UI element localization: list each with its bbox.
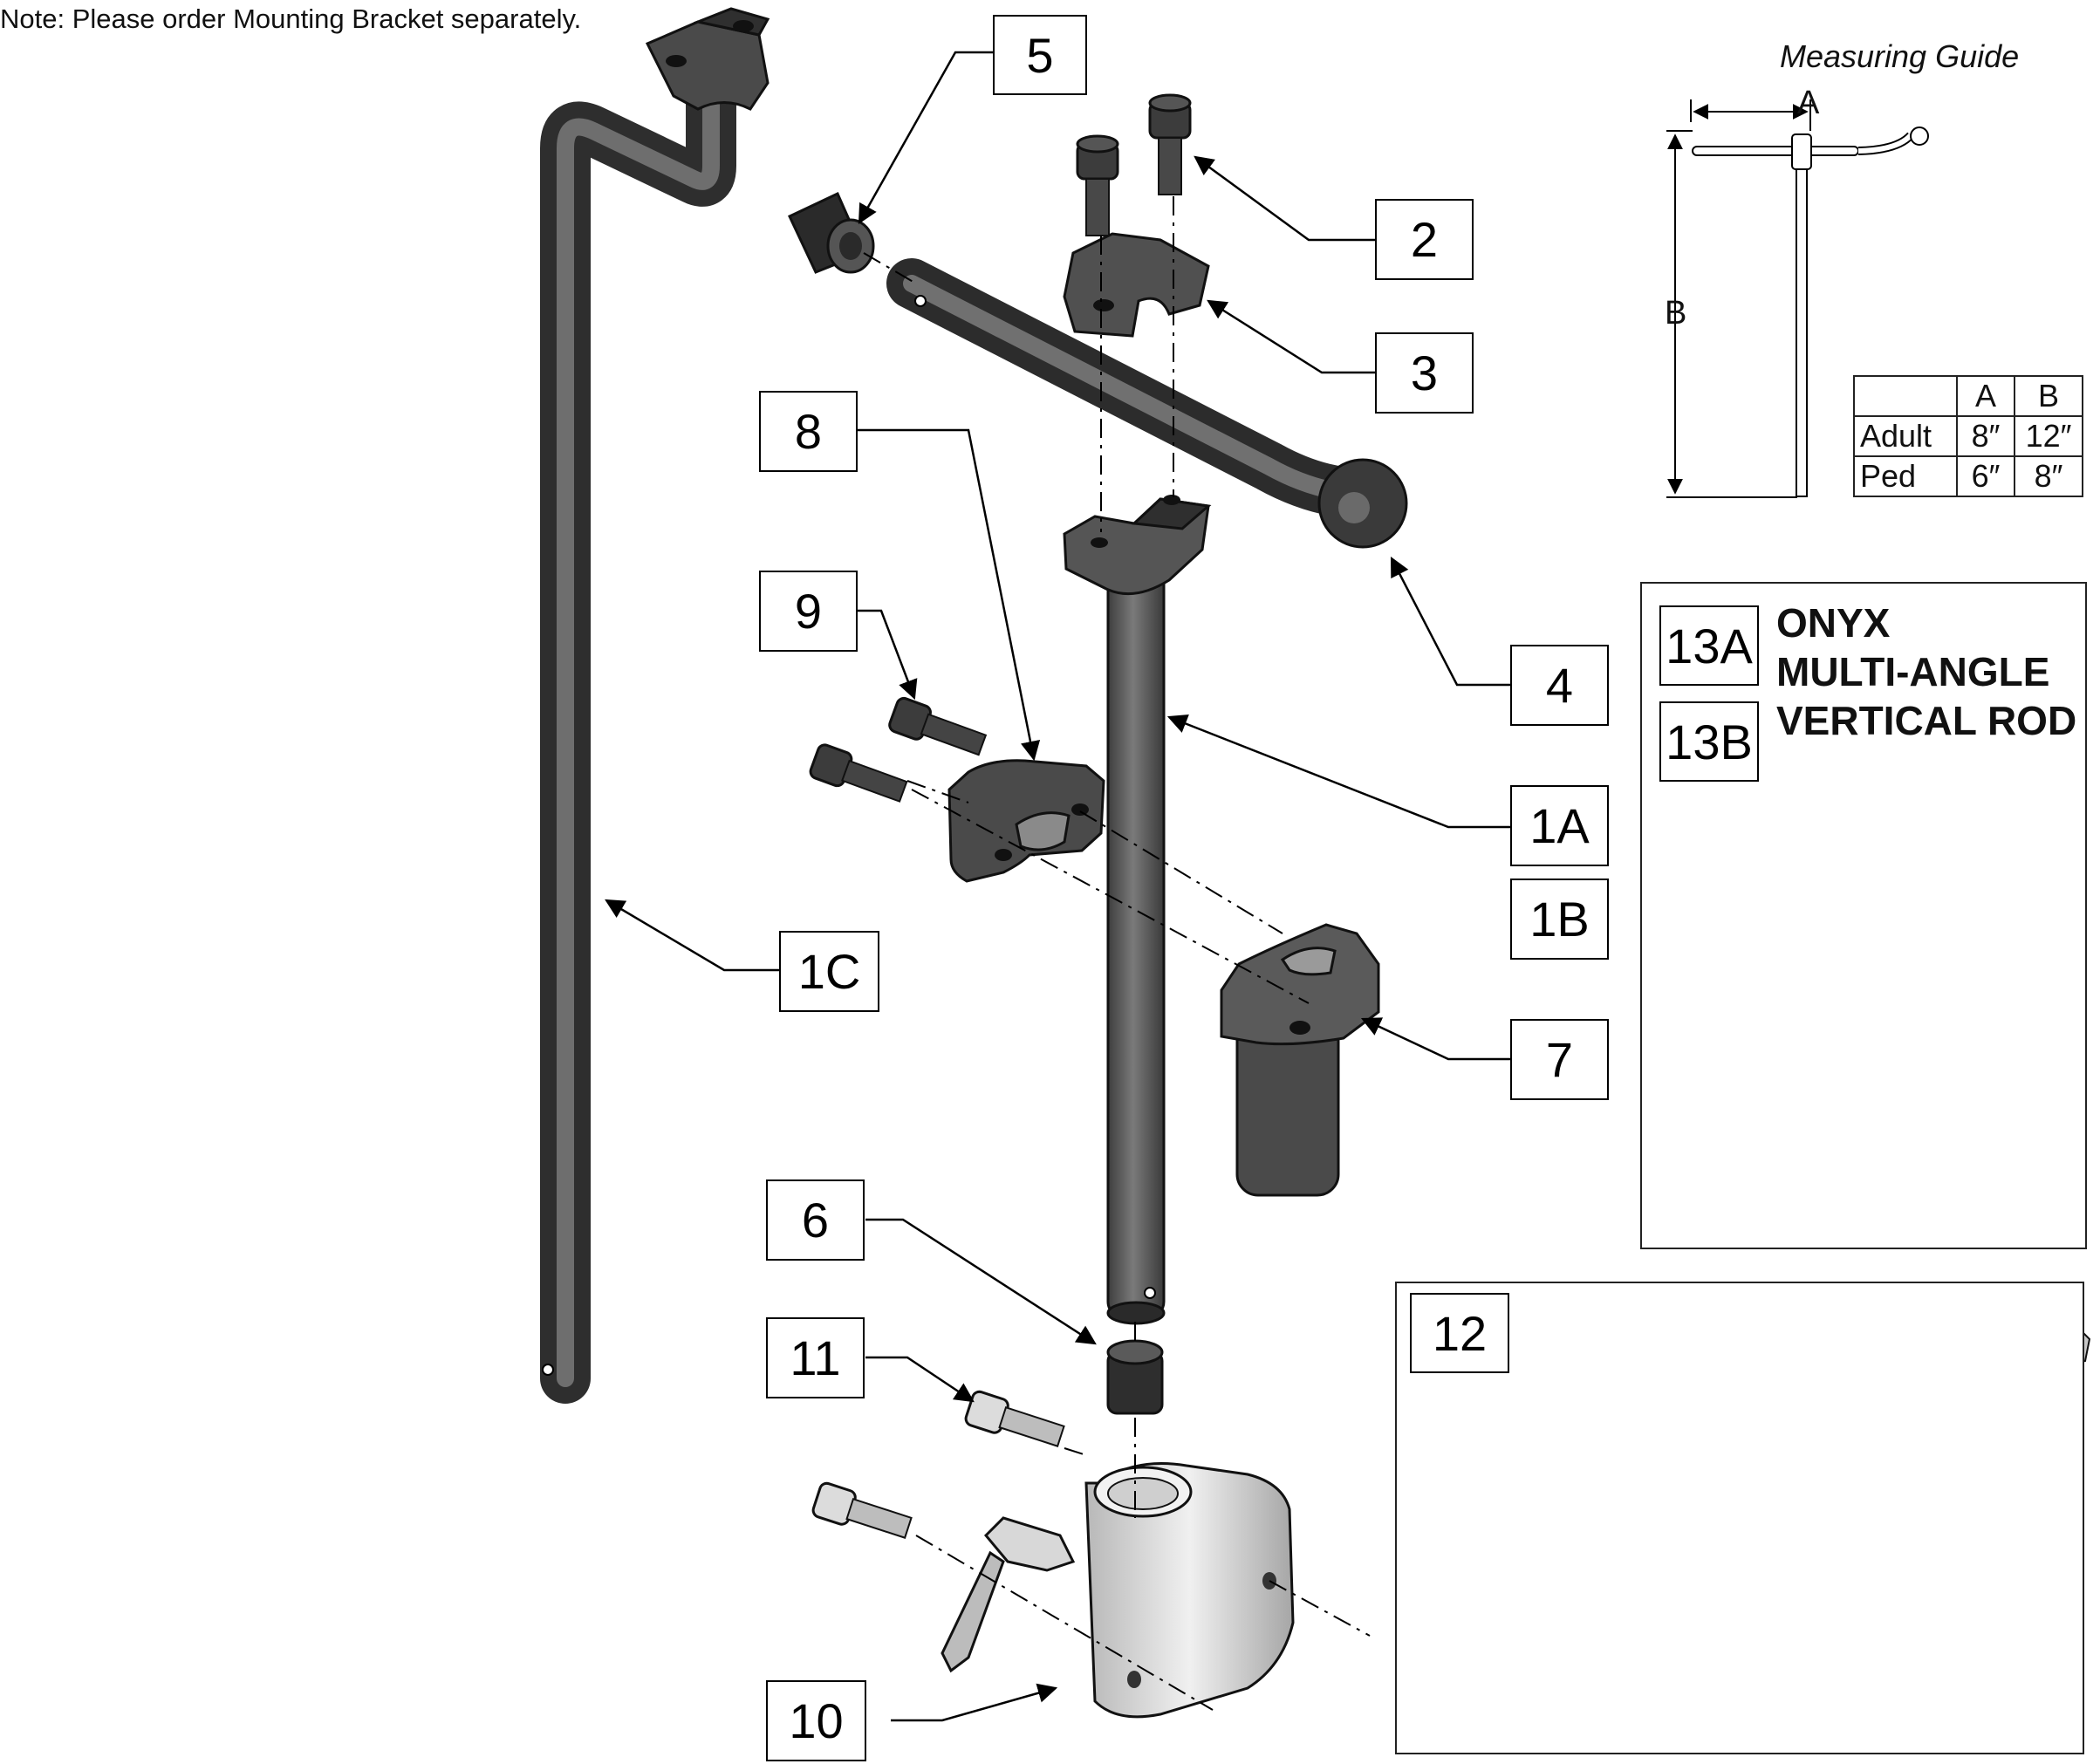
callout-8: 8 <box>759 391 858 472</box>
table-cell: 8″ <box>1956 415 2015 457</box>
dimension-a-label: A <box>1797 85 1820 121</box>
callout-leaders <box>605 51 1511 1722</box>
callout-13a: 13A <box>1659 605 1759 686</box>
dimension-b-label: B <box>1665 295 1687 332</box>
table-header-row: A B <box>1853 375 2083 417</box>
dimension-table: A B Adult 8″ 12″ Ped 6″ 8″ <box>1853 375 2083 497</box>
table-cell: 12″ <box>2014 415 2083 457</box>
part-1a-rod <box>1063 495 1212 1325</box>
part-1c-rod <box>540 7 770 1404</box>
table-cell: 8″ <box>2014 455 2083 497</box>
part-10-lever-clamp <box>941 1462 1295 1719</box>
onyx-rod-panel <box>1640 582 2087 1249</box>
onyx-line-1: ONYX <box>1776 600 1891 646</box>
part-5-bushing <box>788 191 875 274</box>
mounting-hardware-panel <box>1395 1282 2084 1754</box>
callout-1a: 1A <box>1510 785 1609 866</box>
part-8-clamp <box>947 759 1105 883</box>
part-9-screws <box>809 696 988 803</box>
part-11-screw <box>811 1390 1065 1539</box>
callout-3: 3 <box>1375 332 1474 414</box>
callout-10: 10 <box>766 1680 866 1761</box>
table-cell: B <box>2014 375 2083 417</box>
callout-9: 9 <box>759 571 858 652</box>
callout-5: 5 <box>993 15 1087 95</box>
table-cell <box>1853 375 1958 417</box>
measuring-guide-title: Measuring Guide <box>1780 38 2020 74</box>
onyx-panel-title: ONYX MULTI-ANGLE VERTICAL ROD <box>1776 598 2076 745</box>
part-4-crossbar <box>886 258 1408 549</box>
table-cell: 6″ <box>1956 455 2015 497</box>
table-row: Adult 8″ 12″ <box>1853 415 2083 457</box>
assembly-lines <box>863 196 1371 1711</box>
table-cell: Adult <box>1853 415 1958 457</box>
part-6-cap <box>1106 1339 1164 1415</box>
callout-1b: 1B <box>1510 879 1609 960</box>
part-7-sleeve-clamp <box>1220 923 1380 1197</box>
table-cell: A <box>1956 375 2015 417</box>
callout-11: 11 <box>766 1317 865 1398</box>
part-2-screws <box>1076 93 1192 236</box>
callout-4: 4 <box>1510 645 1609 726</box>
callout-12: 12 <box>1410 1293 1509 1373</box>
onyx-line-3: VERTICAL ROD <box>1776 698 2077 743</box>
callout-6: 6 <box>766 1179 865 1261</box>
onyx-line-2: MULTI-ANGLE <box>1776 649 2050 694</box>
part-3-clamp <box>1063 232 1210 338</box>
callout-1c: 1C <box>779 931 879 1012</box>
table-cell: Ped <box>1853 455 1958 497</box>
callout-2: 2 <box>1375 199 1474 280</box>
callout-13b: 13B <box>1659 701 1759 782</box>
callout-7: 7 <box>1510 1019 1609 1100</box>
measuring-guide-drawing <box>1666 99 1929 498</box>
table-row: Ped 6″ 8″ <box>1853 455 2083 497</box>
order-note: Note: Please order Mounting Bracket sepa… <box>0 3 582 34</box>
